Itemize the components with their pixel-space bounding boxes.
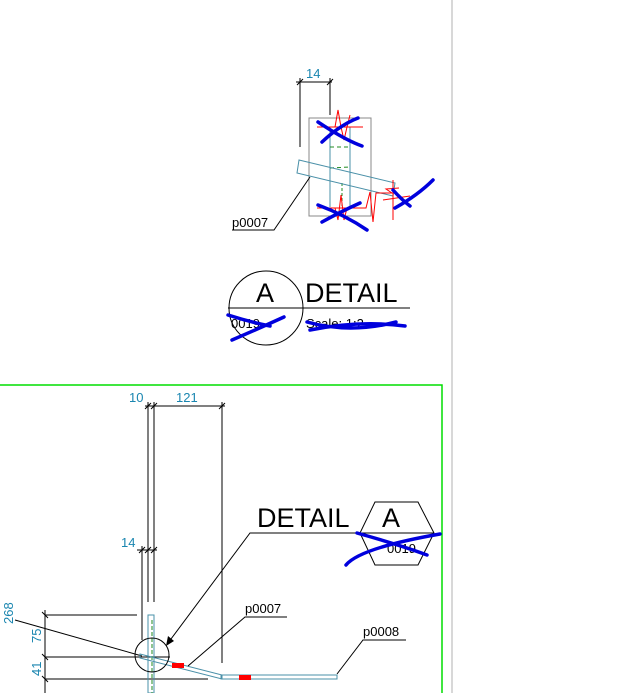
- main-view[interactable]: 10 121 14 268 75 41: [1, 390, 442, 693]
- detail-view[interactable]: 14 p0007 A DETAIL 0019: [226, 66, 435, 346]
- brace-member: [296, 159, 396, 197]
- dimensions-top: 10 121 14: [121, 390, 226, 663]
- beam-member: [220, 674, 338, 680]
- dimensions-left: 268 75 41: [1, 602, 208, 693]
- weld-symbols: [317, 109, 411, 223]
- column-member: [147, 614, 155, 693]
- structure-members: [134, 614, 338, 693]
- dimension-text: 14: [121, 535, 135, 550]
- markup-cross-icon: [316, 116, 435, 232]
- part-label-p0007[interactable]: p0007: [187, 601, 287, 667]
- leader-line: [167, 532, 362, 644]
- weld-mark: [172, 663, 184, 668]
- dimension-text: 268: [1, 602, 16, 624]
- weld-mark: [239, 675, 251, 680]
- leader-line: [187, 616, 287, 667]
- detail-title: DETAIL: [305, 278, 398, 308]
- markup-cross-icon: [344, 531, 442, 567]
- markup-strike-icon: [226, 313, 407, 342]
- label-text: p0007: [245, 601, 281, 616]
- dimension-text: 10: [129, 390, 143, 405]
- dimension-14-detail: 14: [296, 66, 334, 147]
- detail-callout-main[interactable]: DETAIL A 0019: [166, 501, 442, 646]
- dimension-text: 41: [29, 662, 44, 676]
- dimension-text: 14: [306, 66, 320, 81]
- callout-letter: A: [256, 278, 274, 308]
- arrow-icon: [166, 636, 174, 646]
- dimension-text: 121: [176, 390, 198, 405]
- dimension-text: 75: [29, 629, 44, 643]
- callout-title: DETAIL: [257, 503, 350, 533]
- leader-line: [232, 176, 311, 231]
- part-label-p0008[interactable]: p0008: [336, 624, 406, 675]
- part-label-p0007-detail[interactable]: p0007: [232, 176, 311, 231]
- label-text: p0007: [232, 215, 268, 230]
- view-frame[interactable]: [0, 384, 443, 693]
- callout-letter: A: [382, 503, 400, 533]
- leader-line: [336, 639, 406, 675]
- detail-circle: [134, 637, 170, 673]
- label-text: p0008: [363, 624, 399, 639]
